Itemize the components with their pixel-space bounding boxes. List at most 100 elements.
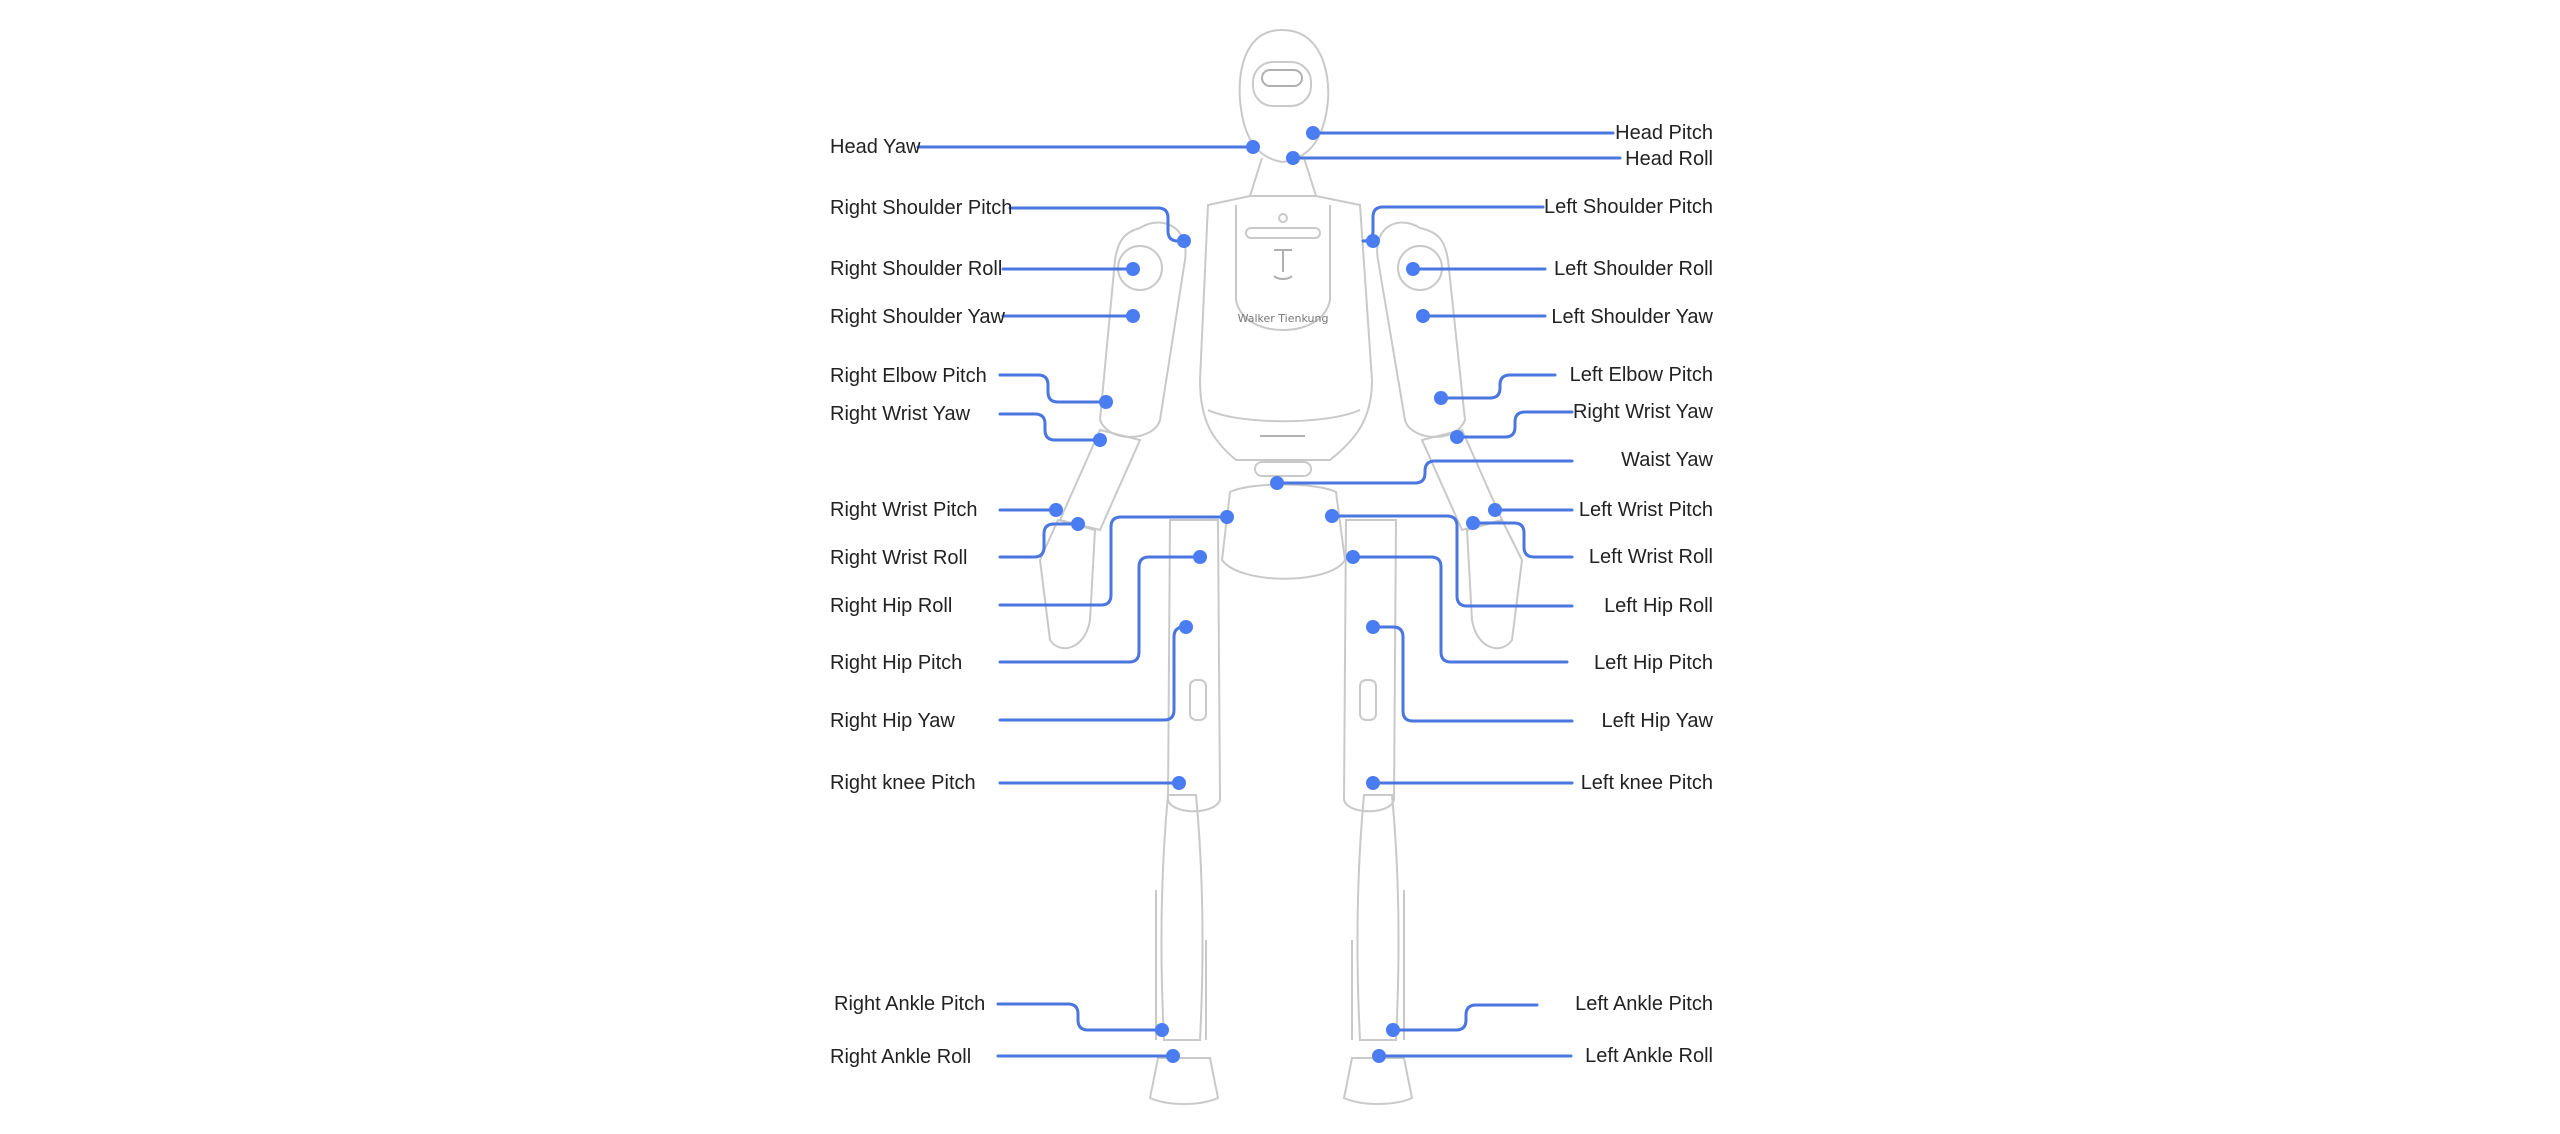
joint-label-right-wrist-roll: Right Wrist Roll [830,547,968,569]
robot-visor [1252,61,1312,107]
joint-dot-left-knee-pitch [1366,776,1380,790]
robot-right-shin [1160,794,1204,1041]
callout-left-ankle-roll [1372,1049,1573,1063]
leader-line-left-wrist-yaw [1455,410,1574,439]
joint-dot-left-shoulder-yaw [1416,309,1430,323]
leader-line-left-shoulder-pitch [1361,205,1545,243]
callout-left-hip-yaw [1366,620,1574,723]
callout-right-hip-yaw [998,620,1193,722]
callout-left-shoulder-roll [1406,262,1547,276]
joint-dot-left-wrist-roll [1466,516,1480,530]
leader-line-left-hip-roll [1330,514,1574,608]
joint-dot-left-elbow-pitch [1434,391,1448,405]
callout-right-hip-pitch [998,550,1207,664]
joint-dot-right-shoulder-pitch [1177,234,1191,248]
joint-label-left-wrist-yaw: Right Wrist Yaw [1572,401,1713,423]
joint-label-right-knee-pitch: Right knee Pitch [830,772,976,794]
joint-dot-left-shoulder-roll [1406,262,1420,276]
joint-label-left-shoulder-roll: Left Shoulder Roll [1554,258,1713,280]
callout-head-yaw [916,140,1260,154]
joint-dot-right-hip-yaw [1179,620,1193,634]
robot-logo-mark [1273,249,1293,280]
joint-dot-right-elbow-pitch [1099,395,1113,409]
robot-left-foot [1342,1057,1414,1105]
robot-brand-text: Walker Tienkung [1238,312,1329,325]
joint-label-right-elbow-pitch: Right Elbow Pitch [830,365,987,387]
joint-label-head-roll: Head Roll [1625,148,1713,170]
joint-dot-right-hip-roll [1220,510,1234,524]
joint-dot-right-ankle-pitch [1155,1023,1169,1037]
callout-left-hip-roll [1325,509,1574,608]
robot-chest-light [1278,213,1288,223]
joint-dot-right-wrist-roll [1071,517,1085,531]
joint-dot-waist-yaw [1270,476,1284,490]
joint-label-left-shoulder-pitch: Left Shoulder Pitch [1544,196,1713,218]
leader-line-waist-yaw [1275,459,1574,485]
joint-label-left-wrist-pitch: Left Wrist Pitch [1578,499,1713,521]
callout-right-ankle-roll [996,1049,1180,1063]
joint-label-left-hip-roll: Left Hip Roll [1604,595,1713,617]
joint-dot-right-hip-pitch [1193,550,1207,564]
robot-right-upper-arm [1098,221,1187,438]
leader-line-right-wrist-roll [998,522,1080,559]
leader-line-left-hip-pitch [1351,555,1569,664]
callout-head-roll [1286,151,1622,165]
joint-dot-right-wrist-yaw [1093,433,1107,447]
leader-line-right-hip-yaw [998,625,1188,722]
robot-pelvis [1220,483,1347,580]
callout-right-shoulder-yaw [1001,309,1140,323]
robot-chest-plate [1235,205,1331,332]
leader-line-left-wrist-roll [1471,521,1574,559]
joint-label-left-elbow-pitch: Left Elbow Pitch [1569,364,1713,386]
joint-label-waist-yaw: Waist Yaw [1621,449,1713,471]
callout-left-wrist-pitch [1488,503,1574,517]
joint-label-left-hip-pitch: Left Hip Pitch [1594,652,1713,674]
leader-line-left-elbow-pitch [1439,373,1557,400]
callout-head-pitch [1306,126,1615,140]
joint-dot-left-shoulder-pitch [1366,234,1380,248]
joint-label-right-hip-yaw: Right Hip Yaw [830,710,955,732]
joint-dot-right-wrist-pitch [1049,503,1063,517]
callout-right-wrist-roll [998,517,1085,559]
leader-line-right-ankle-pitch [996,1002,1164,1032]
joint-label-right-shoulder-pitch: Right Shoulder Pitch [830,197,1013,219]
callout-right-knee-pitch [998,776,1186,790]
callout-left-shoulder-pitch [1361,205,1545,248]
leader-line-right-hip-pitch [998,555,1202,664]
robot-left-forearm [1420,428,1504,532]
callout-right-shoulder-roll [1001,262,1140,276]
callout-left-elbow-pitch [1434,373,1557,405]
joint-dot-head-roll [1286,151,1300,165]
robot-left-calf-strut [1351,890,1405,1040]
joint-dot-left-hip-roll [1325,509,1339,523]
joint-label-head-pitch: Head Pitch [1615,122,1713,144]
leader-line-right-hip-roll [998,515,1229,607]
robot-left-upper-arm [1376,221,1467,438]
robot-left-thigh [1342,519,1398,813]
joint-dot-head-pitch [1306,126,1320,140]
joint-dot-left-hip-pitch [1346,550,1360,564]
joint-label-left-hip-yaw: Left Hip Yaw [1601,710,1713,732]
robot-right-thigh [1166,519,1222,813]
joint-dot-right-knee-pitch [1172,776,1186,790]
robot-outline: Walker Tienkung [1038,28,1524,1105]
callout-left-ankle-pitch [1386,1003,1539,1037]
robot-torso [1198,195,1374,461]
robot-neck [1249,157,1317,197]
robot-right-forearm [1058,428,1142,532]
robot-left-thigh-panel [1359,679,1377,721]
callout-left-knee-pitch [1366,776,1574,790]
joint-dot-left-hip-yaw [1366,620,1380,634]
callout-right-wrist-pitch [998,503,1063,517]
joint-label-left-ankle-pitch: Left Ankle Pitch [1575,993,1713,1015]
joint-label-left-ankle-roll: Left Ankle Roll [1585,1045,1713,1067]
callout-left-wrist-yaw [1450,410,1574,444]
robot-head [1238,28,1330,164]
joint-dot-right-ankle-roll [1166,1049,1180,1063]
joint-dot-right-shoulder-yaw [1126,309,1140,323]
robot-chest-slot [1245,227,1321,239]
joint-dot-right-shoulder-roll [1126,262,1140,276]
callout-left-shoulder-yaw [1416,309,1547,323]
robot-left-hand [1465,518,1524,650]
